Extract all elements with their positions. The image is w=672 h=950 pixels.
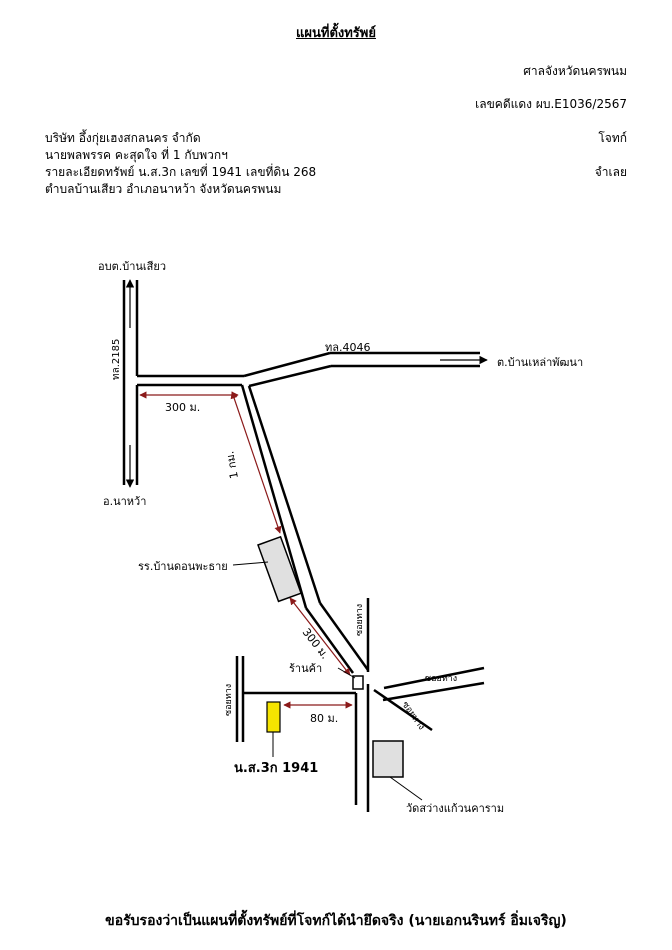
plaintiff-role: โจทก์ [598, 131, 627, 145]
label-school: รร.บ้านดอนพะธาย [138, 560, 228, 573]
defendant-role: จำเลย [594, 165, 627, 179]
plaintiff-name: บริษัท อึ้งกุ่ยเฮงสกลนคร จำกัด [45, 131, 201, 145]
label-road-4046: ทล.4046 [325, 341, 370, 354]
label-dist-80: 80 ม. [310, 712, 338, 725]
label-north-dest: อบต.บ้านเสียว [98, 260, 166, 273]
label-soi-diag: ซอยทาง [400, 700, 427, 732]
label-south-dest: อ.นาหว้า [103, 495, 146, 508]
label-parcel: น.ส.3ก 1941 [234, 761, 318, 776]
shop-building [352, 675, 364, 690]
temple-leader [389, 776, 423, 801]
school-building [257, 535, 303, 603]
property-details: รายละเอียดทรัพย์ น.ส.3ก เลขที่ 1941 เลขท… [45, 165, 317, 179]
label-soi-top: ซอยทาง [355, 604, 365, 636]
road-4046 [243, 351, 480, 388]
label-temple: วัดสว่างแก้วนคาราม [406, 802, 504, 815]
map-title: แผนที่ตั้งทรัพย์ [296, 26, 376, 41]
road-2185 [122, 280, 244, 485]
label-east-dest: ต.บ้านเหล่าพัฒนา [497, 356, 583, 369]
defendant-name: นายพลพรรค คะสุดใจ ที่ 1 กับพวกฯ [45, 148, 228, 162]
parcel-marker [266, 701, 281, 733]
temple-building [372, 740, 404, 778]
certification-footer: ขอรับรองว่าเป็นแผนที่ตั้งทรัพย์ที่โจทก์ไ… [105, 913, 567, 929]
label-dist-300-top: 300 ม. [165, 401, 200, 414]
label-shop: ร้านค้า [289, 662, 322, 675]
property-location: ตำบลบ้านเสียว อำเภอนาหว้า จังหวัดนครพนม [45, 182, 282, 196]
case-number: เลขคดีแดง ผบ.E1036/2567 [475, 97, 627, 111]
dist-arrow-1km [230, 391, 282, 534]
shop-leader [337, 667, 356, 679]
court-name: ศาลจังหวัดนครพนม [523, 64, 627, 78]
label-dist-1km: 1 กม. [223, 450, 241, 480]
school-leader [232, 561, 269, 566]
side-roads [235, 598, 485, 812]
label-soi-left: ซอยทาง [224, 684, 234, 716]
dist-arrow-300-mid [289, 597, 351, 676]
label-soi-right: ซอยทาง [425, 674, 457, 684]
label-road-2185: ทล.2185 [111, 339, 122, 380]
